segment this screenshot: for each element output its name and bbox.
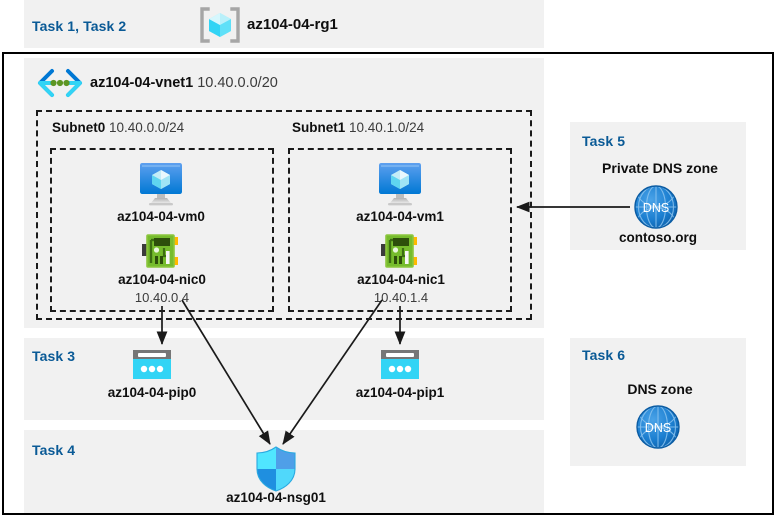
private-dns-zone-name: contoso.org: [619, 230, 697, 245]
network-security-group-icon: [253, 445, 299, 493]
public-ip-address-icon: [131, 348, 173, 382]
svg-text:DNS: DNS: [643, 201, 669, 215]
public-ip-panel: [24, 338, 544, 420]
public-ip-address-icon: [379, 348, 421, 382]
dns-zone-icon: DNS: [634, 404, 682, 450]
network-interface-icon: [142, 232, 182, 270]
nic-0-name: az104-04-nic0: [118, 272, 206, 287]
subnet-0-title: Subnet0 10.40.0.0/24: [52, 120, 184, 135]
pip-0-name: az104-04-pip0: [107, 385, 197, 400]
virtual-machine-icon: [133, 158, 189, 206]
task-label-6: Task 6: [582, 347, 626, 363]
nic-0-ip: 10.40.0.4: [134, 290, 190, 305]
subnet-1-title: Subnet1 10.40.1.0/24: [292, 120, 424, 135]
virtual-network-icon: [36, 68, 84, 98]
vm-0-name: az104-04-vm0: [117, 209, 205, 224]
subnet-1-name: Subnet1: [292, 120, 346, 135]
task-label-3: Task 3: [32, 348, 76, 364]
virtual-machine-icon: [372, 158, 428, 206]
vm-1-name: az104-04-vm1: [356, 209, 444, 224]
pip-1-name: az104-04-pip1: [355, 385, 445, 400]
vnet-name: az104-04-vnet1: [90, 75, 194, 91]
subnet-0-cidr: 10.40.0.0/24: [109, 120, 185, 135]
private-dns-zone-title: Private DNS zone: [602, 160, 718, 176]
network-interface-icon: [381, 232, 421, 270]
resource-group-header-panel: [24, 0, 544, 48]
subnet-1-cidr: 10.40.1.0/24: [349, 120, 425, 135]
task-label-4: Task 4: [32, 442, 76, 458]
svg-text:DNS: DNS: [645, 421, 671, 435]
resource-group-name: az104-04-rg1: [247, 16, 338, 33]
nic-1-name: az104-04-nic1: [357, 272, 445, 287]
subnet-0-name: Subnet0: [52, 120, 106, 135]
nsg-name: az104-04-nsg01: [226, 490, 326, 505]
public-dns-zone-title: DNS zone: [627, 381, 693, 397]
vnet-title: az104-04-vnet1 10.40.0.0/20: [90, 75, 278, 91]
resource-group-icon: [198, 6, 242, 44]
task-label-1-2: Task 1, Task 2: [32, 18, 127, 34]
nic-1-ip: 10.40.1.4: [373, 290, 429, 305]
task-label-5: Task 5: [582, 133, 626, 149]
vnet-cidr: 10.40.0.0/20: [197, 75, 278, 91]
vnet-panel: [24, 58, 544, 328]
dns-zone-icon: DNS: [632, 184, 680, 230]
